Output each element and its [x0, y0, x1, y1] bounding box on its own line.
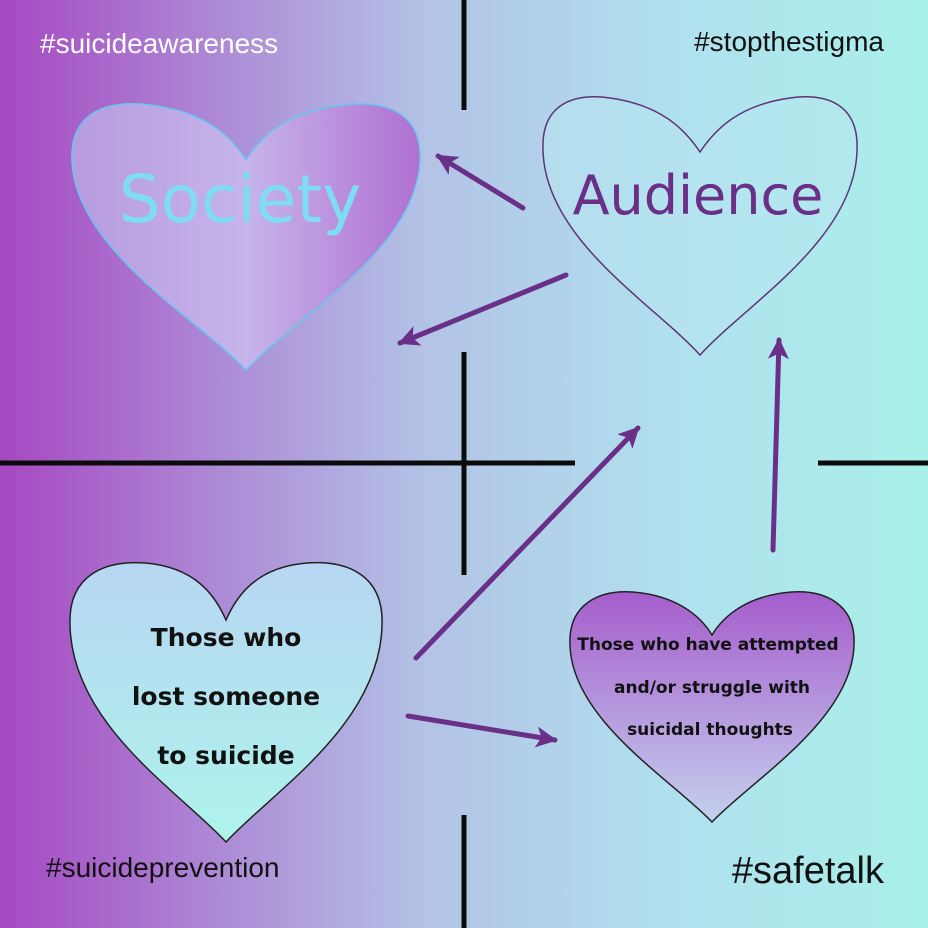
arrow-lost-to-audience	[413, 425, 641, 661]
hashtag-suicideprevention: #suicideprevention	[46, 852, 280, 883]
heart-society	[71, 103, 421, 372]
heart-lost-someone	[69, 561, 383, 844]
lost-someone-line-2: lost someone	[132, 682, 320, 711]
society-label: Society	[119, 161, 361, 238]
arrows	[397, 153, 789, 748]
hashtag-safetalk: #safetalk	[731, 850, 884, 892]
hashtag-stopthestigma: #stopthestigma	[694, 26, 884, 57]
arrow-attempted-to-audience	[767, 337, 789, 553]
arrow-lost-to-attempted	[405, 713, 558, 748]
attempted-line-3: suicidal thoughts	[627, 720, 793, 740]
attempted-line-1: Those who have attempted	[577, 635, 838, 655]
arrow-audience-to-society-lower	[397, 272, 569, 346]
heart-audience	[542, 96, 858, 357]
hashtag-suicideawareness: #suicideawareness	[40, 28, 279, 59]
audience-label: Audience	[573, 164, 824, 227]
heart-attempted	[569, 591, 855, 824]
lost-someone-line-1: Those who	[151, 623, 302, 652]
lost-someone-line-3: to suicide	[157, 741, 294, 770]
attempted-line-2: and/or struggle with	[614, 678, 810, 698]
arrow-audience-to-society-upper	[435, 153, 526, 211]
